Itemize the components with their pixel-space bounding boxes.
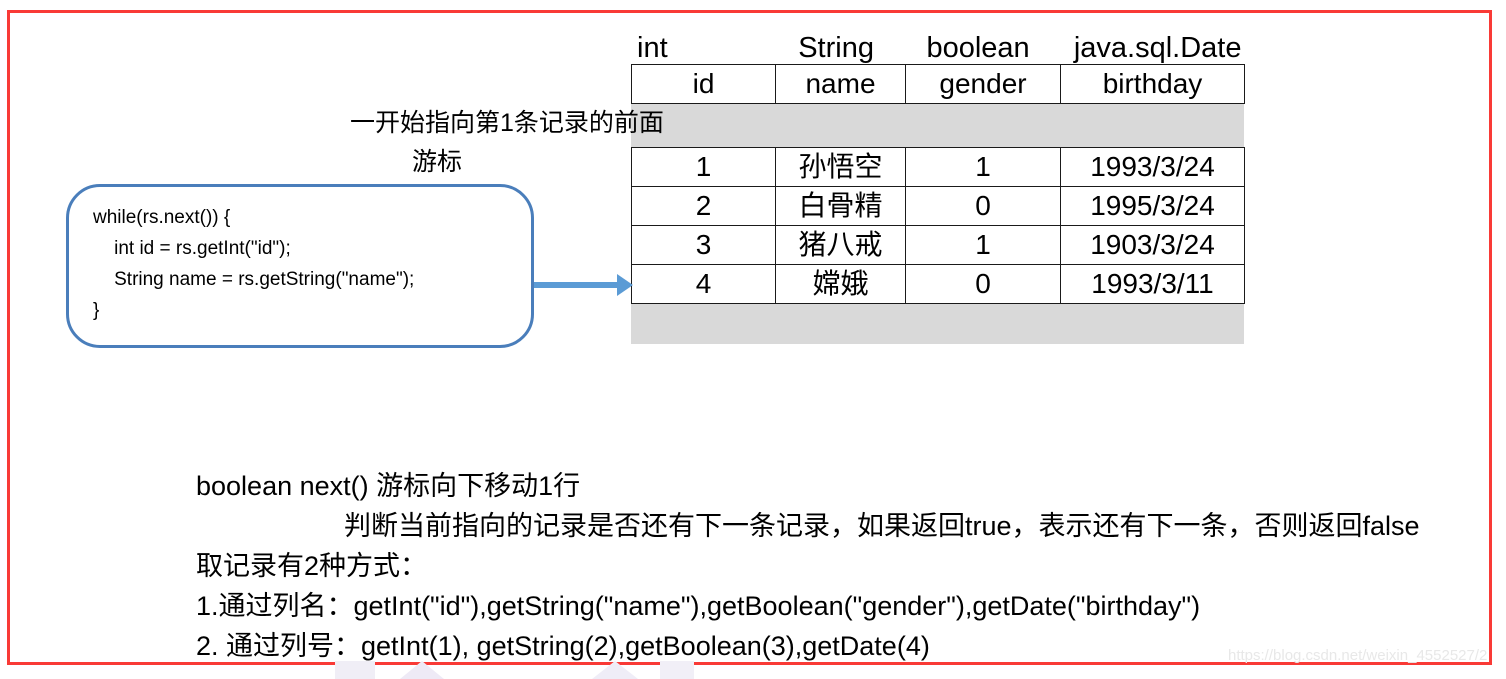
- cell-gender: 0: [905, 264, 1061, 304]
- note-line-by-column-name: 1.通过列名：getInt("id"),getString("name"),ge…: [196, 591, 1201, 621]
- cell-birthday: 1995/3/24: [1060, 186, 1245, 226]
- code-callout-box: while(rs.next()) { int id = rs.getInt("i…: [66, 184, 534, 348]
- table-row: 3 猪八戒 1 1903/3/24: [631, 225, 1245, 265]
- arrow-shaft: [534, 282, 619, 288]
- background-ghost-shape: [660, 661, 694, 679]
- after-last-row-band: [631, 304, 1244, 344]
- data-rows-table: 1 孙悟空 1 1993/3/24 2 白骨精 0 1995/3/24 3 猪八…: [631, 147, 1245, 304]
- column-header-row: id name gender birthday: [631, 64, 1245, 104]
- java-type-row: int String boolean java.sql.Date: [631, 30, 1244, 64]
- result-set-table: int String boolean java.sql.Date id name…: [631, 30, 1245, 344]
- column-header-name: name: [775, 64, 906, 104]
- table-row: 1 孙悟空 1 1993/3/24: [631, 147, 1245, 187]
- cell-gender: 0: [905, 186, 1061, 226]
- cell-id: 2: [631, 186, 776, 226]
- arrow-head-icon: [617, 274, 633, 296]
- explanation-notes: boolean next() 游标向下移动1行 判断当前指向的记录是否还有下一条…: [196, 466, 1486, 666]
- background-ghost-shape: [335, 661, 375, 679]
- java-type-id: int: [637, 32, 668, 64]
- cell-id: 3: [631, 225, 776, 265]
- code-snippet: while(rs.next()) { int id = rs.getInt("i…: [93, 207, 415, 321]
- cell-gender: 1: [905, 147, 1061, 187]
- note-line-next-method: boolean next() 游标向下移动1行: [196, 471, 581, 501]
- note-line-two-ways: 取记录有2种方式：: [196, 551, 428, 581]
- note-line-by-column-index: 2. 通过列号：getInt(1), getString(2),getBoole…: [196, 631, 930, 661]
- cell-name: 嫦娥: [775, 264, 906, 304]
- table-row: 4 嫦娥 0 1993/3/11: [631, 264, 1245, 304]
- java-type-gender: boolean: [926, 32, 1030, 64]
- cursor-label: 游标: [412, 148, 463, 176]
- cell-id: 1: [631, 147, 776, 187]
- cell-gender: 1: [905, 225, 1061, 265]
- cell-name: 白骨精: [775, 186, 906, 226]
- table-row: 2 白骨精 0 1995/3/24: [631, 186, 1245, 226]
- java-type-birthday: java.sql.Date: [1073, 32, 1242, 64]
- cell-birthday: 1903/3/24: [1060, 225, 1245, 265]
- cell-id: 4: [631, 264, 776, 304]
- column-header-birthday: birthday: [1060, 64, 1245, 104]
- java-type-name: String: [798, 32, 874, 64]
- column-header-gender: gender: [905, 64, 1061, 104]
- cell-birthday: 1993/3/24: [1060, 147, 1245, 187]
- csdn-watermark: https://blog.csdn.net/weixin_4552527/2: [1228, 647, 1488, 664]
- cell-name: 孙悟空: [775, 147, 906, 187]
- cell-birthday: 1993/3/11: [1060, 264, 1245, 304]
- initial-position-note: 一开始指向第1条记录的前面: [350, 109, 664, 137]
- column-header-table: id name gender birthday: [631, 64, 1245, 104]
- before-first-row-band: [631, 104, 1244, 147]
- cell-name: 猪八戒: [775, 225, 906, 265]
- note-line-next-describe: 判断当前指向的记录是否还有下一条记录，如果返回true，表示还有下一条，否则返回…: [344, 511, 1420, 541]
- column-header-id: id: [631, 64, 776, 104]
